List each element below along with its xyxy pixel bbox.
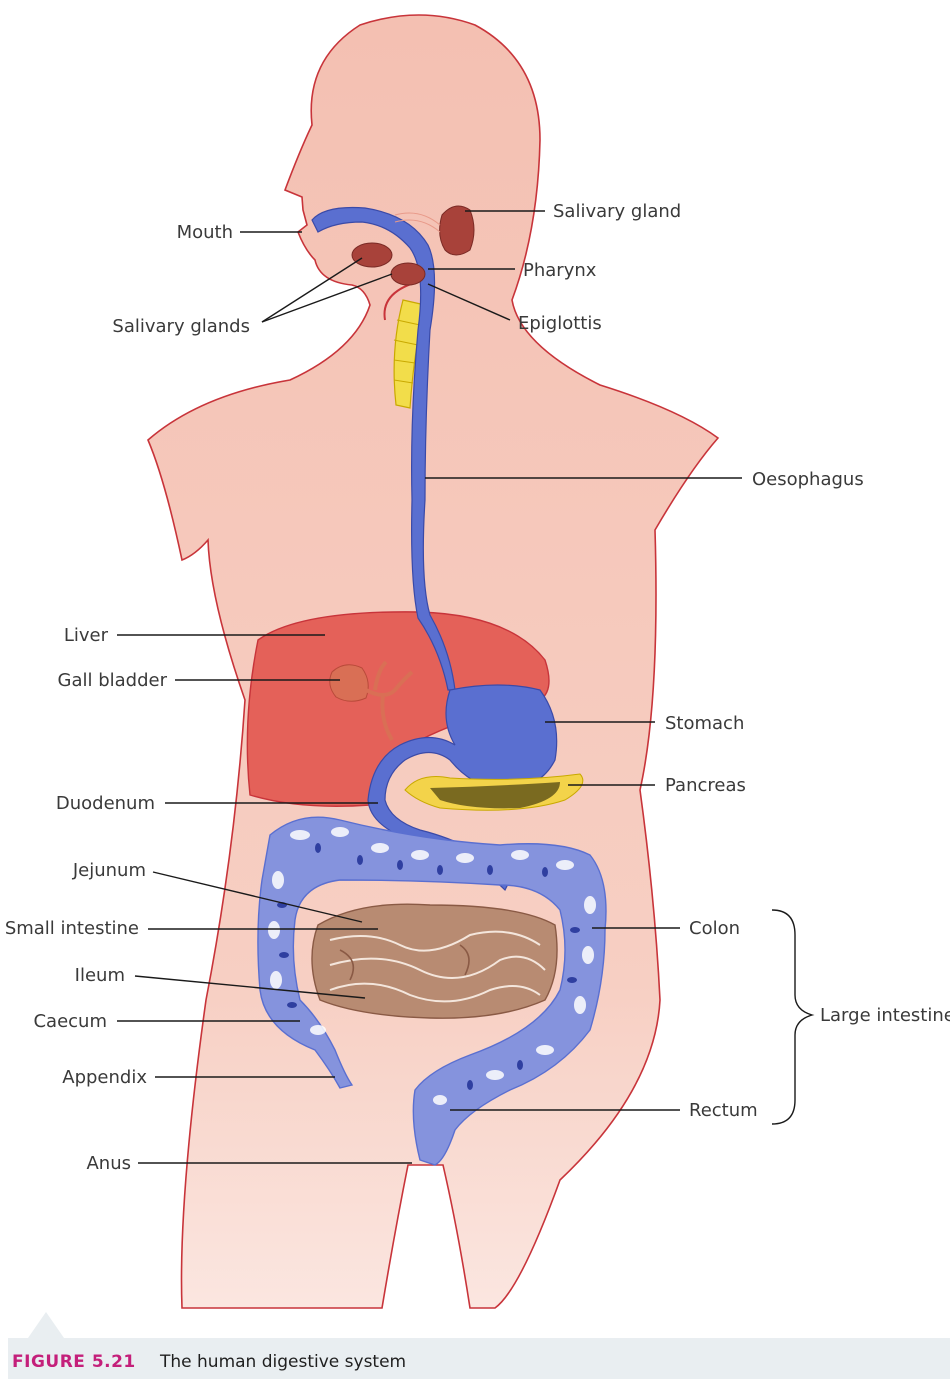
figure-title: The human digestive system [160,1352,407,1372]
caption-bar [8,1338,950,1379]
label-appendix: Appendix [62,1067,147,1088]
small-intestine [311,903,558,1019]
label-jejunum: Jejunum [72,860,146,881]
label-gall-bladder: Gall bladder [58,670,168,691]
figure-number: FIGURE 5.21 [12,1352,136,1372]
caption-notch [28,1312,64,1338]
label-oesophagus: Oesophagus [752,469,864,490]
label-small-intestine: Small intestine [5,918,139,939]
label-liver: Liver [64,625,109,646]
label-stomach: Stomach [665,713,744,734]
salivary-glands-graphics [351,205,475,286]
label-colon: Colon [689,918,740,939]
label-rectum: Rectum [689,1100,758,1121]
leader-lines [117,210,815,1164]
colon [257,816,607,1166]
label-salivary-glands: Salivary glands [112,316,250,337]
label-epiglottis: Epiglottis [518,313,602,334]
label-pharynx: Pharynx [523,260,597,281]
label-duodenum: Duodenum [56,793,155,814]
label-caecum: Caecum [33,1011,107,1032]
gall-bladder [329,660,414,742]
label-salivary-gland: Salivary gland [553,201,681,222]
label-anus: Anus [86,1153,131,1174]
labels: Mouth Salivary gland Pharynx Salivary gl… [5,201,950,1174]
label-pancreas: Pancreas [665,775,746,796]
label-mouth: Mouth [177,222,233,243]
pancreas [404,773,584,811]
label-large-intestine: Large intestine [820,1005,950,1026]
label-ileum: Ileum [75,965,125,986]
